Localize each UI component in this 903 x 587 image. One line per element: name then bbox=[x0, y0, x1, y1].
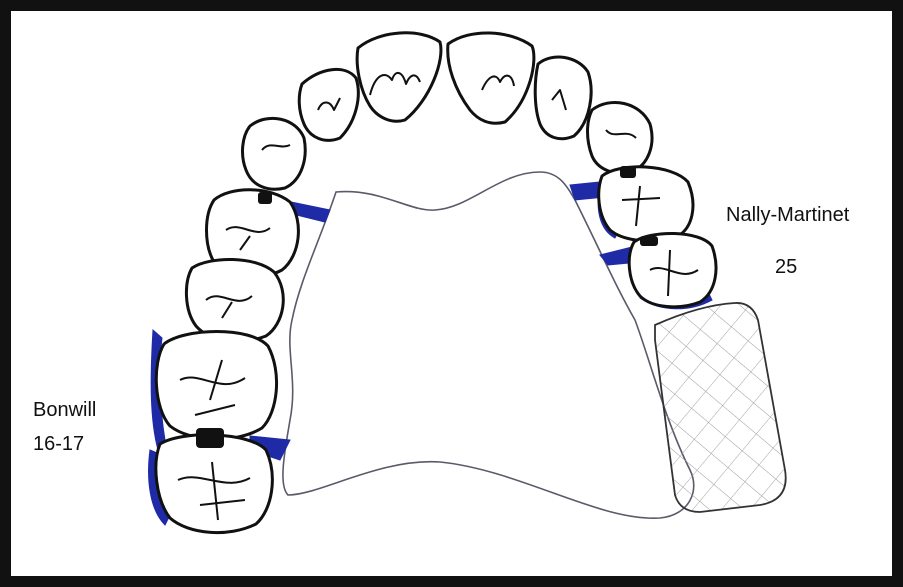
tooth-icon bbox=[357, 33, 441, 121]
tooth-icon bbox=[243, 118, 306, 189]
mesh-saddle-icon bbox=[655, 303, 786, 512]
tooth-icon bbox=[535, 57, 591, 139]
tooth-icon bbox=[448, 33, 534, 123]
bonwill-label: Bonwill bbox=[33, 398, 96, 422]
tooth-icon bbox=[299, 69, 358, 140]
tooth-icon bbox=[156, 332, 276, 440]
tooth-icon bbox=[186, 259, 283, 341]
nally-martinet-tooth-number: 25 bbox=[775, 255, 797, 279]
tooth-icon bbox=[599, 167, 693, 241]
nally-martinet-label: Nally-Martinet bbox=[726, 203, 849, 227]
tooth-icon bbox=[156, 435, 272, 533]
bonwill-tooth-range: 16-17 bbox=[33, 432, 84, 456]
tooth-icon bbox=[588, 102, 652, 173]
